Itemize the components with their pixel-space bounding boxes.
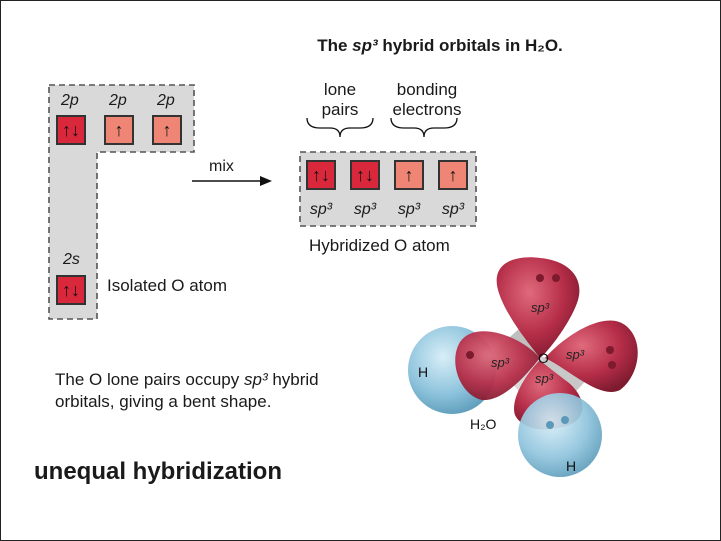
hybrid-box-4: ↑ <box>438 160 468 190</box>
molecule-sp3-right: sp³ <box>566 347 585 362</box>
p-label-3: 2p <box>157 92 175 109</box>
p-label-2: 2p <box>109 92 127 109</box>
bonding-lobe-left <box>455 331 540 401</box>
hybrid-label-2: sp³ <box>353 201 377 218</box>
oxygen-atom-label: O <box>538 350 549 366</box>
hybridized-atom-caption: Hybridized O atom <box>309 236 450 255</box>
hybrid-box-2: ↑↓ <box>350 160 380 190</box>
molecule-sp3-top: sp³ <box>531 300 550 315</box>
molecule-sp3-left: sp³ <box>491 355 510 370</box>
lone-pair-lobe-top <box>496 257 580 358</box>
molecule-sp3-bottom: sp³ <box>535 371 554 386</box>
hybrid-label-4: sp³ <box>441 201 465 218</box>
slide-title: The sp³ hybrid orbitals in H₂O. <box>317 36 563 55</box>
hybrid-box-1: ↑↓ <box>306 160 336 190</box>
p-orbital-box-3: ↑ <box>152 115 182 145</box>
bonding-electrons-label: bonding electrons <box>392 80 462 119</box>
s-label: 2s <box>63 251 80 268</box>
description-text: The O lone pairs occupy sp³ hybrid orbit… <box>55 370 319 411</box>
hybrid-label-1: sp³ <box>309 201 333 218</box>
bonding-brace <box>390 117 458 138</box>
mix-label: mix <box>209 158 234 175</box>
hydrogen-label-left: H <box>418 364 429 380</box>
hydrogen-label-bottom: H <box>566 458 577 474</box>
hydrogen-sphere-bottom <box>518 393 602 477</box>
lone-pair-lobe-right <box>545 320 638 393</box>
lone-pairs-label: lone pairs <box>321 80 359 119</box>
lone-pairs-brace <box>306 117 374 138</box>
hybrid-box-3: ↑ <box>394 160 424 190</box>
hybrid-label-3: sp³ <box>397 201 421 218</box>
heading-unequal-hybridization: unequal hybridization <box>34 458 283 485</box>
p-orbital-box-1: ↑↓ <box>56 115 86 145</box>
isolated-atom-caption: Isolated O atom <box>107 276 228 295</box>
p-orbital-box-2: ↑ <box>104 115 134 145</box>
water-formula-label: H₂O <box>470 416 497 432</box>
water-molecule-illustration <box>408 257 638 477</box>
p-label-1: 2p <box>61 92 79 109</box>
s-orbital-box: ↑↓ <box>56 275 86 305</box>
